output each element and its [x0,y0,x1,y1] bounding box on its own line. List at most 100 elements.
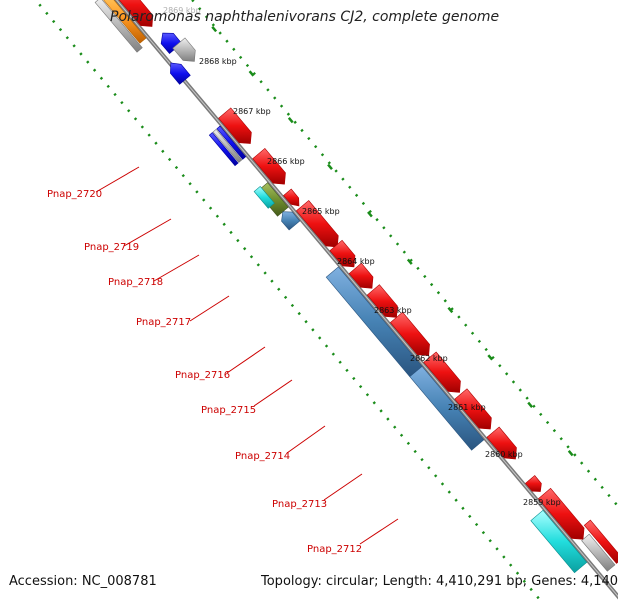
inner-ring-dot [270,279,274,283]
ring-dot [375,218,379,222]
inner-ring-dot [120,100,124,105]
ring-dot [382,226,386,230]
gene-red [252,147,286,185]
tick-label: 2859 kbp [523,498,561,507]
ring-dot [327,161,331,165]
ring-dot [334,169,338,173]
map-title: Polaromonas naphthalenivorans CJ2, compl… [110,9,500,25]
gene-label: Pnap_2712 [307,544,362,555]
topology-text: Topology: circular; Length: 4,410,291 bp… [261,574,618,589]
gene-gray [172,37,196,62]
ring-dot [498,364,502,368]
ring-dot [389,234,393,238]
inner-ring-dot [161,149,165,153]
inner-ring-dot [140,125,145,129]
inner-ring-dot [188,182,192,186]
ring-dot [293,120,297,124]
tick-label: 2861 kbp [448,403,486,412]
inner-ring-dot [495,547,499,551]
inner-ring-dot [249,255,254,259]
gene-red [348,262,374,289]
inner-ring-dot [133,117,138,121]
inner-ring-dot [99,76,104,80]
inner-ring-dot [529,587,533,592]
gene-leader-line [95,166,140,193]
gene-cyan [253,185,275,209]
tick-label: 2863 kbp [374,306,412,315]
gene-cyan [530,509,588,574]
ring-dot [279,104,284,108]
tick-label: 2868 kbp [199,57,237,66]
ring-dot [586,469,591,473]
tick-label: 2869 kbp [163,6,201,15]
gene-label: Pnap_2714 [235,451,290,462]
gene-red [525,475,542,492]
ring-dot [450,307,454,311]
inner-ring-dot [331,352,336,356]
ring-dot [436,291,441,295]
gene-red [366,284,398,318]
ring-dot [525,396,529,400]
ring-dot [593,477,597,481]
gene-label: Pnap_2716 [175,370,230,381]
inner-ring-dot [440,482,445,486]
ring-dot [368,209,372,214]
ring-dot [409,258,413,262]
gene-leader-line [253,379,293,407]
gene-red [454,388,492,430]
major-tick [567,450,574,457]
gene-label: Pnap_2718 [108,277,163,288]
backbone-highlight [115,0,618,598]
inner-ring-dot [290,303,295,308]
ring-dot [273,96,277,100]
ring-dot [484,347,488,352]
ring-dot [218,31,222,35]
inner-ring-dot [147,133,151,137]
major-tick [527,401,534,408]
ring-dot [402,250,406,254]
gene-red [283,188,300,207]
inner-ring-dot [352,376,356,381]
major-tick [367,211,373,218]
major-tick [406,258,413,265]
gene-blue [281,211,301,231]
ring-dot [225,39,229,43]
ring-dot [504,372,509,376]
ring-dot [614,501,618,506]
inner-ring-dot [38,3,42,7]
gene-leader-line [153,254,200,282]
ring-dot [211,23,216,27]
gene-label: Pnap_2720 [47,189,102,200]
major-tick [287,117,294,124]
inner-ring-dot [509,563,513,567]
inner-ring-dot [481,530,486,535]
gene-gray-strip [212,128,243,163]
inner-ring-dot [263,271,267,275]
inner-ring-dot [72,44,76,48]
gene-leader-line [359,518,399,545]
ring-dot [320,153,325,157]
gene-label: Pnap_2717 [136,317,191,328]
inner-ring-dot [399,433,404,437]
inner-ring-dot [58,27,63,32]
tick-ring [191,0,618,506]
ring-dot [198,7,202,11]
ring-dot [313,145,318,149]
inner-ring-dot [515,571,520,575]
ring-dot [259,80,263,84]
ring-dot [348,185,352,189]
gene-blue [409,365,485,451]
gene-red [537,487,585,540]
inner-ring [38,3,540,600]
inner-ring-dot [427,466,431,470]
gene-leader-line [323,473,363,501]
inner-ring-dot [304,320,308,324]
gene-red [329,239,356,268]
gene-gray [581,533,616,572]
ring-dot [191,0,195,3]
inner-ring-dot [311,328,315,332]
inner-ring-dot [208,206,213,210]
ring-dot [559,437,563,441]
inner-ring-dot [242,247,247,251]
